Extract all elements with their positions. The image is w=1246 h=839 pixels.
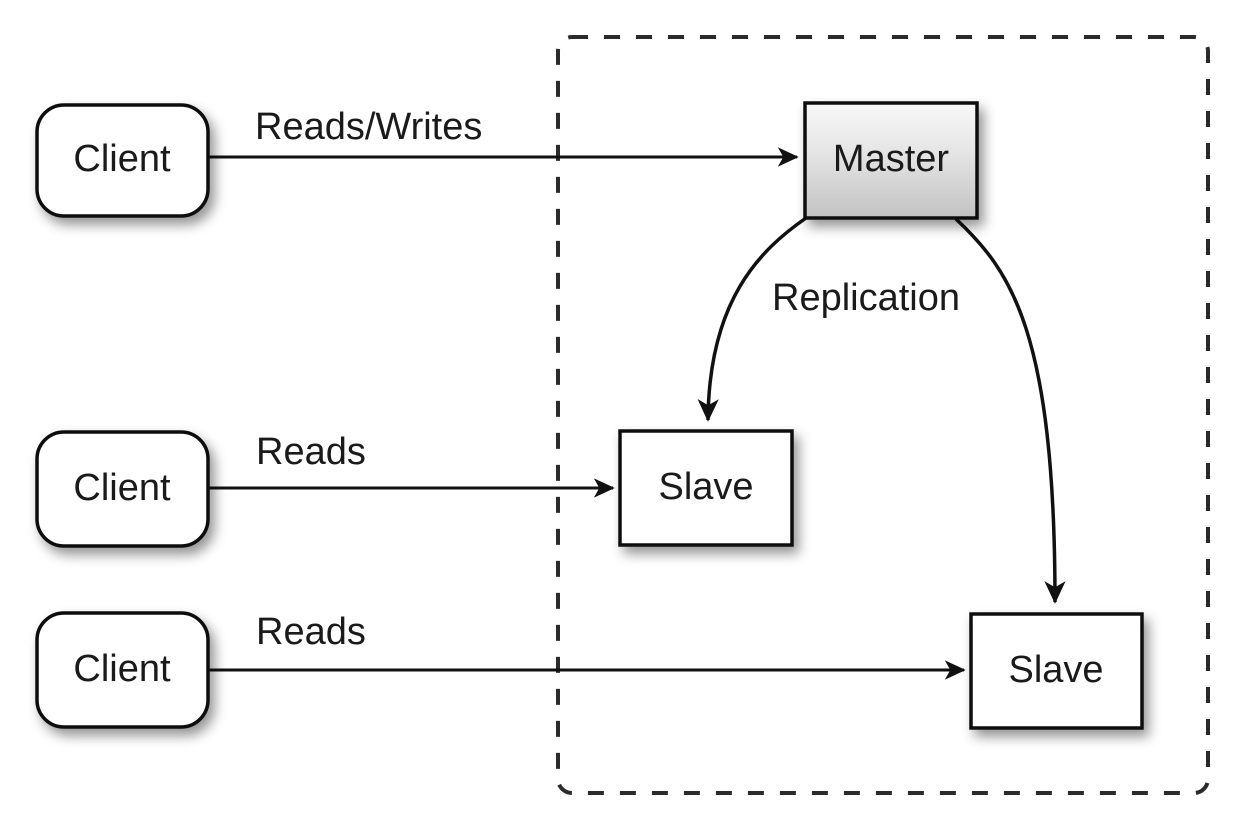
- node-slave-bottom[interactable]: Slave: [969, 612, 1144, 730]
- master-label: Master: [833, 138, 949, 180]
- edge-label-reads-middle: Reads: [256, 431, 366, 473]
- slave-bottom-label: Slave: [1008, 649, 1103, 691]
- client-middle-label: Client: [73, 467, 171, 509]
- slave-top-label: Slave: [658, 466, 753, 508]
- client-top-label: Client: [73, 138, 171, 180]
- slave-bottom-shape: [969, 612, 1144, 730]
- edge-label-reads-bottom: Reads: [256, 611, 366, 653]
- edge-master-to-slave-top: [697, 216, 807, 422]
- client-top-shape: [35, 103, 210, 218]
- edge-label-replication: Replication: [772, 277, 960, 319]
- master-shape: [803, 101, 979, 220]
- edge-label-reads-writes: Reads/Writes: [255, 106, 482, 148]
- node-master[interactable]: Master: [803, 101, 979, 220]
- client-bottom-label: Client: [73, 648, 171, 690]
- client-bottom-shape: [35, 611, 210, 729]
- slave-top-shape: [618, 429, 794, 547]
- node-client-bottom[interactable]: Client: [35, 611, 210, 729]
- database-cluster-boundary: [556, 35, 1210, 795]
- node-slave-top[interactable]: Slave: [618, 429, 794, 547]
- edge-master-to-slave-bottom: [954, 217, 1066, 604]
- node-client-top[interactable]: Client: [35, 103, 210, 218]
- client-middle-shape: [35, 430, 210, 548]
- node-client-middle[interactable]: Client: [35, 430, 210, 548]
